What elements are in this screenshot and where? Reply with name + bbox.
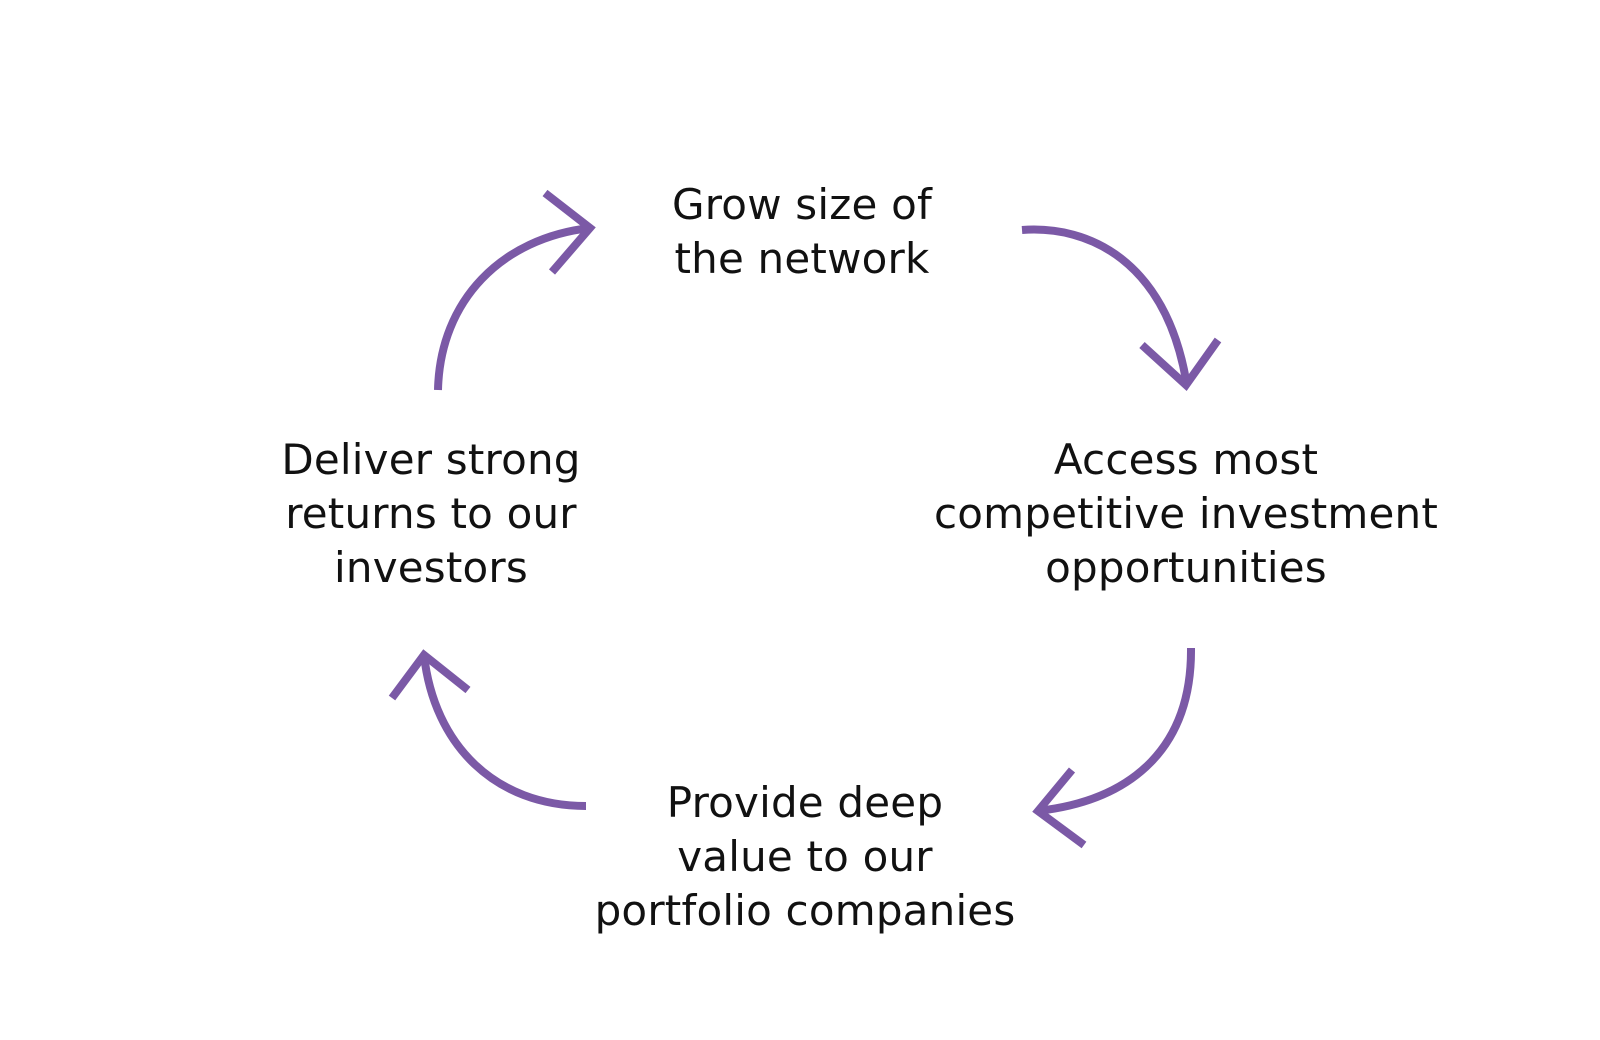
arrow-left-to-top-head <box>542 189 596 275</box>
arrow-right-to-bottom-shaft <box>1037 647 1196 815</box>
stage-deliver-returns: Deliver strong returns to our investors <box>281 433 580 595</box>
arrow-bottom-to-left-head <box>388 649 471 701</box>
stage-access-opportunities-line-2: competitive investment <box>933 489 1439 538</box>
stage-deliver-returns-line-2: returns to our <box>285 489 577 538</box>
stage-grow-network-line-1: Grow size of <box>672 180 932 229</box>
stage-grow-network: Grow size of the network <box>672 178 932 286</box>
arrow-bottom-to-left-shaft <box>420 654 587 810</box>
arrow-top-to-right <box>1021 225 1222 391</box>
stage-provide-value: Provide deep value to our portfolio comp… <box>595 776 1016 938</box>
arrow-top-to-right-head <box>1139 337 1222 391</box>
arrow-top-to-right-shaft <box>1021 225 1190 381</box>
arrow-left-to-top <box>434 189 596 391</box>
stage-deliver-returns-line-3: investors <box>334 543 528 592</box>
stage-grow-network-line-2: the network <box>674 234 930 283</box>
stage-deliver-returns-line-1: Deliver strong <box>281 435 581 484</box>
stage-access-opportunities: Access most competitive investment oppor… <box>934 433 1438 595</box>
stage-provide-value-line-1: Provide deep <box>666 778 944 827</box>
arrow-right-to-bottom <box>1032 647 1196 849</box>
stage-access-opportunities-line-1: Access most <box>1053 435 1319 484</box>
arrow-right-to-bottom-head <box>1032 767 1087 849</box>
stage-provide-value-line-2: value to our <box>677 832 933 881</box>
stage-provide-value-line-3: portfolio companies <box>594 886 1016 935</box>
stage-access-opportunities-line-3: opportunities <box>1045 543 1327 592</box>
arrow-left-to-top-shaft <box>434 224 591 391</box>
arrow-bottom-to-left <box>388 649 587 810</box>
